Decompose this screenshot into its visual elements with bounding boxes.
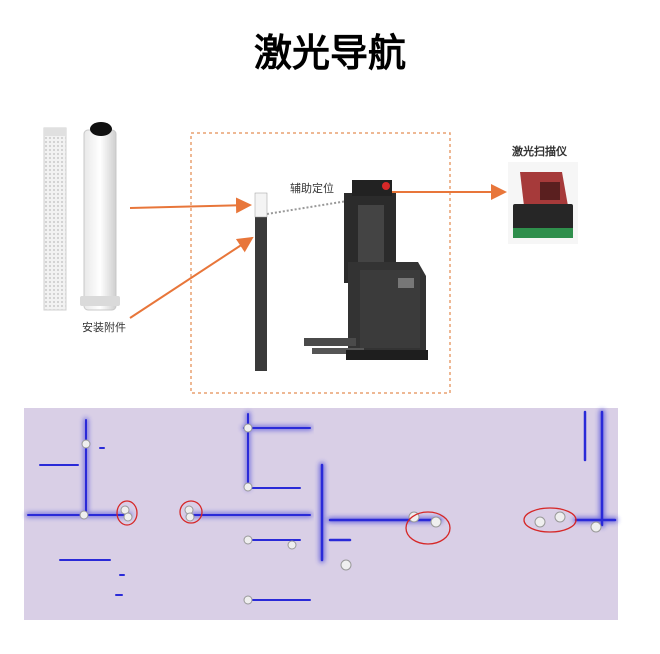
arrow-to-pole (129, 197, 252, 214)
label-mount-accessory: 安装附件 (82, 321, 126, 334)
label-laser-scanner: 激光扫描仪 (512, 145, 567, 158)
dotted-frame (190, 132, 451, 394)
red-annotation-marks-right (405, 507, 577, 545)
forklift-agv (304, 180, 428, 360)
laser-scanner-device (508, 162, 578, 244)
reflector-pole-tube (80, 122, 120, 311)
lidar-map-left (24, 408, 314, 620)
reflector-column (254, 192, 268, 371)
reflector-pole-mesh (43, 127, 67, 311)
arrow-from-accessory-label (129, 236, 254, 319)
red-annotation-marks (116, 500, 203, 526)
label-aux-positioning: 辅助定位 (290, 182, 334, 195)
page-title: 激光导航 (253, 30, 406, 75)
lidar-map-right (314, 408, 618, 620)
